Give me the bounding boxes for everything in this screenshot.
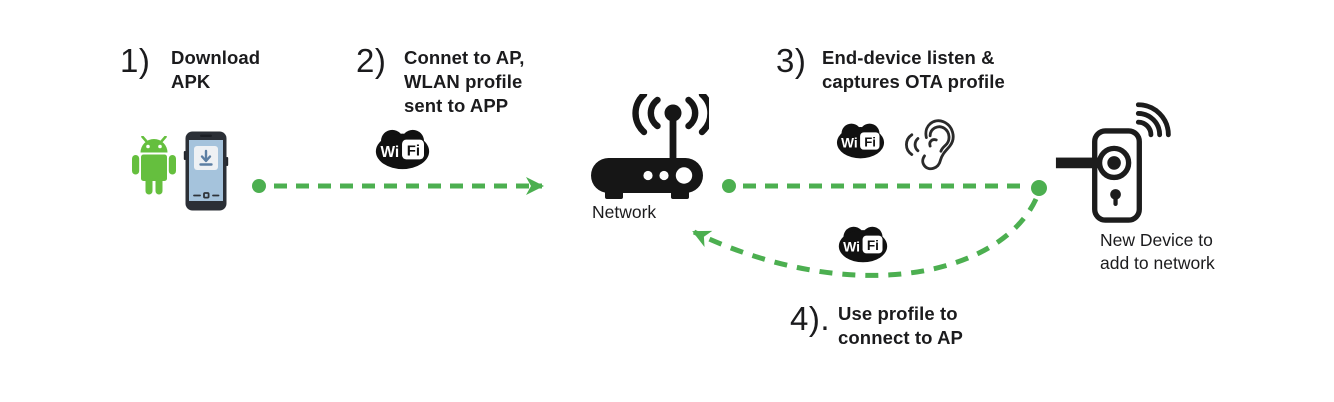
svg-text:Wi: Wi bbox=[841, 136, 858, 151]
step4-number: 4). bbox=[790, 300, 831, 337]
step1-number: 1) bbox=[120, 42, 151, 79]
step3-label: End-device listen & captures OTA profile bbox=[822, 47, 1005, 92]
new-device-label: New Device to add to network bbox=[1100, 230, 1215, 273]
step4-label: Use profile to connect to AP bbox=[838, 303, 963, 348]
wifi-logo-icon: Wi Fi bbox=[838, 226, 888, 263]
svg-text:Fi: Fi bbox=[407, 143, 420, 160]
phone-download-icon bbox=[183, 131, 229, 211]
step3-number: 3) bbox=[776, 42, 807, 79]
ear-listening-icon bbox=[905, 119, 955, 171]
wifi-logo-icon: Wi Fi bbox=[375, 129, 430, 170]
svg-text:Wi: Wi bbox=[381, 144, 400, 161]
svg-text:Wi: Wi bbox=[843, 238, 860, 254]
svg-text:Fi: Fi bbox=[867, 238, 879, 253]
svg-text:Fi: Fi bbox=[864, 134, 876, 149]
step2-label: Connet to AP, WLAN profile sent to APP bbox=[404, 47, 525, 116]
android-robot-icon bbox=[132, 136, 176, 195]
smart-lock-icon bbox=[1055, 102, 1171, 223]
step1-label: Download APK bbox=[171, 47, 261, 92]
curved-dashed-arrow bbox=[692, 197, 1039, 278]
dashed-line-dot bbox=[722, 179, 736, 193]
wifi-logo-icon: Wi Fi bbox=[836, 123, 885, 159]
step2-number: 2) bbox=[356, 42, 387, 79]
dashed-line-dot bbox=[252, 179, 266, 193]
router-label: Network bbox=[592, 202, 657, 222]
dashed-line-dot bbox=[1031, 180, 1047, 196]
wireless-router-icon bbox=[591, 94, 709, 199]
